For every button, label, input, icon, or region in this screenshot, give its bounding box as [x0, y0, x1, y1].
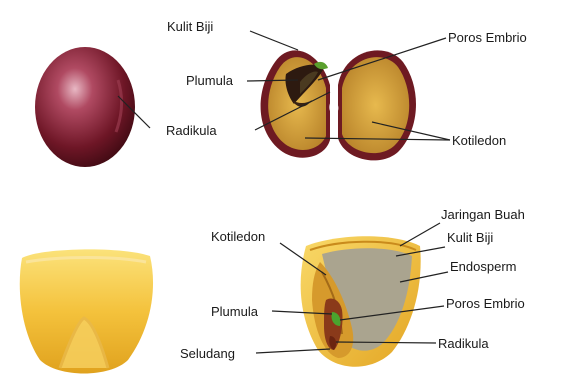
label-poros-embrio-top: Poros Embrio [448, 31, 527, 44]
label-kotiledon-bottom: Kotiledon [211, 230, 265, 243]
label-kotiledon-top: Kotiledon [452, 134, 506, 147]
corn-section [301, 236, 421, 367]
label-kulit-biji-top: Kulit Biji [167, 20, 213, 33]
label-plumula-top: Plumula [186, 74, 233, 87]
bean-section [261, 50, 416, 160]
label-poros-embrio-bottom: Poros Embrio [446, 297, 525, 310]
label-endosperm: Endosperm [450, 260, 516, 273]
label-seludang: Seludang [180, 347, 235, 360]
label-plumula-bottom: Plumula [211, 305, 258, 318]
whole-corn-kernel [20, 249, 153, 373]
label-jaringan-buah: Jaringan Buah [441, 208, 525, 221]
label-radikula-bottom: Radikula [438, 337, 489, 350]
label-radikula-top: Radikula [166, 124, 217, 137]
label-kulit-biji-bottom: Kulit Biji [447, 231, 493, 244]
whole-bean [35, 47, 135, 167]
